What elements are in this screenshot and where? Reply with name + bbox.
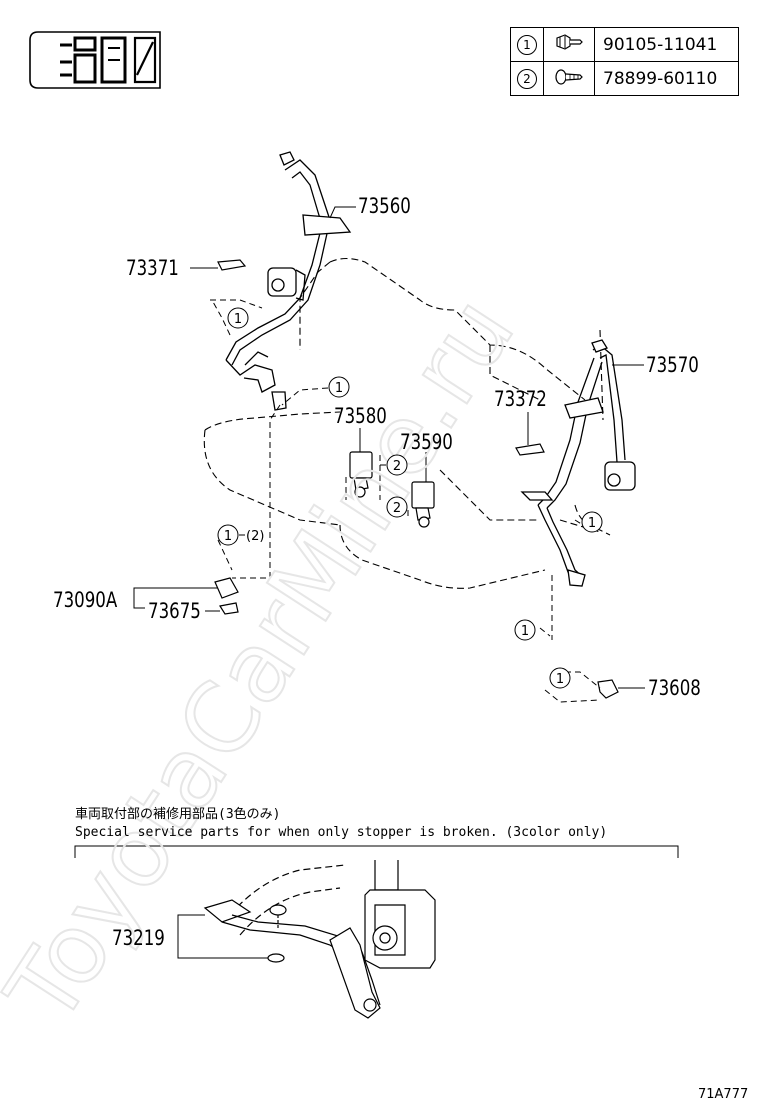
ref-circle-1: 1	[556, 672, 564, 687]
diagram-code: 71A777	[698, 1087, 749, 1102]
anchor-plate-73090A	[214, 577, 239, 615]
note-english: Special service parts for when only stop…	[75, 825, 608, 840]
part-label-73675: 73675	[148, 599, 201, 623]
ref-circle-1: 1	[588, 516, 596, 531]
right-shoulder-belt	[520, 339, 636, 587]
legend-ref: 1	[517, 35, 537, 55]
legend-row: 1 90105-11041	[510, 27, 739, 62]
part-label-73590: 73590	[400, 430, 453, 454]
screw-icon	[555, 68, 583, 85]
ref-circle-1: 1	[224, 529, 232, 544]
watermark: ToyotaCarMine.ru	[0, 277, 537, 1044]
part-label-73608: 73608	[648, 676, 701, 700]
ref-circle-2: 2	[393, 459, 401, 474]
part-leaders	[133, 206, 645, 689]
ref-circle-1: 1	[234, 312, 242, 327]
note-japanese: 車両取付部の補修用部品(3色のみ)	[75, 807, 281, 822]
detail-bracket	[74, 845, 679, 959]
legend-ref: 2	[517, 69, 537, 89]
belt-guide-cover-73372	[515, 443, 545, 456]
ref-circle-1: 1	[335, 381, 343, 396]
part-label-73580: 73580	[334, 404, 387, 428]
ref-circle-1: 1	[521, 624, 529, 639]
left-shoulder-belt	[225, 151, 352, 411]
watermark-text: ToyotaCarMine.ru	[0, 278, 536, 1043]
part-label-73219: 73219	[112, 926, 165, 950]
belt-guide-cover-73371	[217, 259, 247, 271]
ref-circles: 1 1 2 2 1 1 1 1	[217, 307, 603, 689]
part-label-73560: 73560	[358, 194, 411, 218]
legend-part-number: 78899-60110	[594, 61, 739, 96]
stopper-detail-drawing	[203, 860, 436, 1019]
ref-circle-2: 2	[393, 501, 401, 516]
part-label-73372: 73372	[494, 387, 547, 411]
vehicle-location-icon	[29, 31, 161, 89]
legend-part-number: 90105-11041	[594, 27, 739, 62]
part-label-73371: 73371	[126, 256, 179, 280]
bolt-icon	[556, 33, 583, 50]
buckle-73580	[349, 451, 373, 498]
part-label-73570: 73570	[646, 353, 699, 377]
part-label-73090A: 73090A	[53, 588, 118, 612]
anchor-cover-73608	[597, 679, 619, 699]
ref-paren-2: (2)	[246, 529, 264, 544]
buckle-73590	[411, 481, 435, 528]
legend-row: 2 78899-60110	[510, 61, 739, 96]
fastener-legend-table: 1 90105-11041 2 78899-60110	[510, 27, 739, 96]
